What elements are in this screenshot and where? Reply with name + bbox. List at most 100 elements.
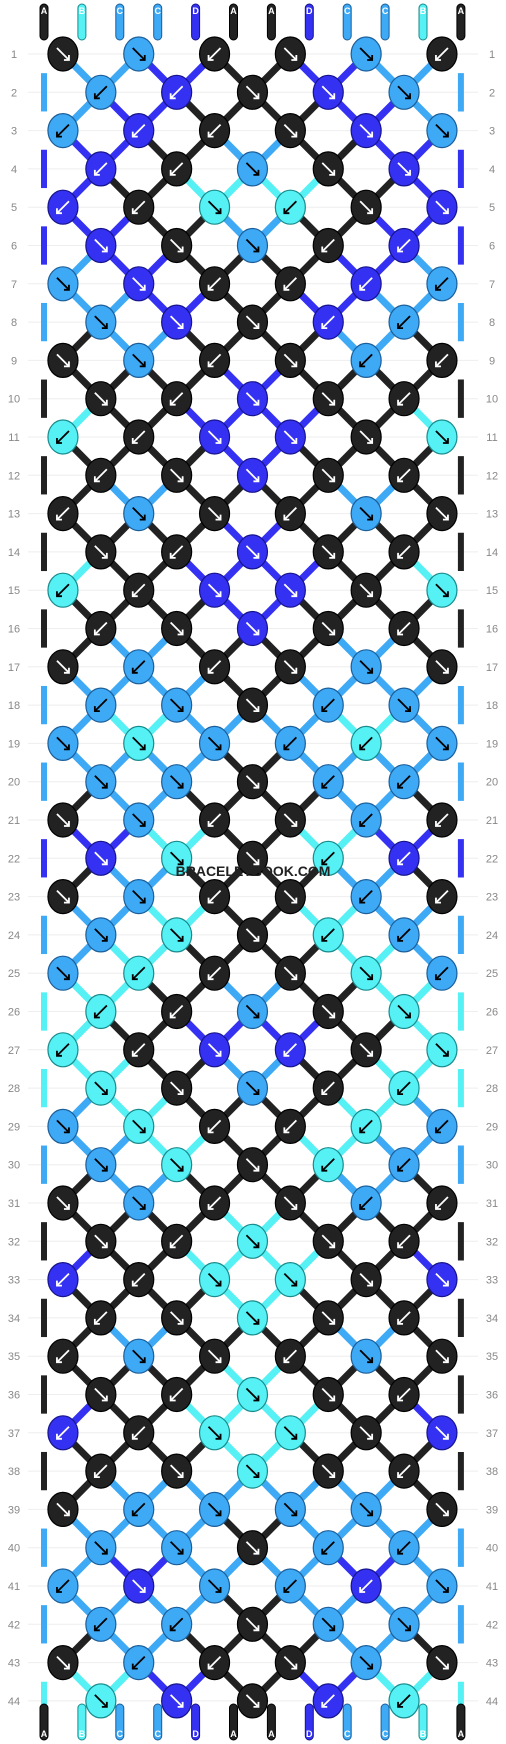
knot — [236, 151, 269, 187]
knot — [388, 1683, 420, 1719]
arrow-down-left-icon — [56, 1579, 70, 1593]
knot — [236, 917, 269, 953]
arrow-down-left-icon — [56, 1272, 70, 1287]
arrow-down-right-icon — [245, 698, 260, 712]
arrow-down-left-icon — [207, 47, 222, 61]
strand-letter: C — [154, 6, 161, 16]
knot — [47, 878, 79, 915]
row-number-right: 40 — [486, 1543, 498, 1555]
arrow-down-left-icon — [397, 315, 411, 330]
arrow-down-right-icon — [359, 1502, 374, 1517]
arrow-down-left-icon — [397, 468, 411, 483]
arrow-down-left-icon — [359, 277, 373, 291]
row-number-left: 13 — [8, 509, 20, 521]
knot — [161, 1223, 193, 1259]
arrow-down-left-icon — [131, 123, 146, 138]
arrow-down-right-icon — [283, 813, 298, 827]
row-number-left: 26 — [8, 1007, 20, 1019]
knot — [426, 878, 458, 915]
arrow-down-right-icon — [435, 1349, 449, 1364]
arrow-down-right-icon — [132, 813, 146, 827]
arrow-down-right-icon — [283, 1502, 298, 1517]
arrow-down-right-icon — [397, 1004, 411, 1019]
arrow-down-right-icon — [321, 468, 336, 483]
knot — [123, 802, 155, 838]
knot — [388, 687, 420, 723]
arrow-down-right-icon — [245, 392, 260, 406]
knot — [350, 1415, 382, 1451]
strand-tab-bottom: C — [153, 1703, 163, 1741]
knot — [274, 955, 306, 991]
knot — [85, 1376, 117, 1413]
row-number-right: 14 — [486, 547, 498, 559]
strand-letter: C — [344, 6, 351, 16]
knot — [123, 1491, 155, 1528]
arrow-down-right-icon — [359, 1655, 374, 1670]
knot — [350, 1261, 382, 1298]
arrow-down-right-icon — [359, 583, 374, 598]
row-number-right: 18 — [486, 700, 498, 712]
knot — [161, 1147, 193, 1183]
arrow-down-right-icon — [283, 123, 298, 138]
knot — [426, 1185, 458, 1221]
arrow-down-right-icon — [207, 1272, 222, 1287]
arrow-down-left-icon — [397, 851, 411, 866]
arrow-down-left-icon — [93, 162, 108, 176]
arrow-down-left-icon — [56, 1349, 70, 1364]
arrow-down-left-icon — [283, 1119, 297, 1134]
row-number-left: 37 — [8, 1428, 20, 1440]
row-number-right: 5 — [489, 202, 495, 214]
knot — [350, 802, 382, 838]
row-number-left: 25 — [8, 968, 20, 980]
arrow-down-right-icon — [283, 47, 298, 61]
arrow-down-right-icon — [207, 430, 222, 444]
arrow-down-right-icon — [170, 928, 184, 942]
arrow-down-left-icon — [321, 851, 335, 866]
arrow-down-right-icon — [94, 1234, 108, 1249]
knot — [198, 1415, 231, 1451]
knot — [85, 1223, 117, 1259]
row-number-left: 28 — [8, 1083, 20, 1095]
knot — [47, 113, 79, 149]
knot — [426, 649, 458, 685]
knot — [123, 572, 155, 608]
arrow-down-right-icon — [245, 928, 260, 942]
knot — [47, 189, 79, 225]
knot — [85, 917, 117, 953]
knot — [312, 1453, 344, 1489]
knot — [388, 764, 420, 800]
arrow-down-left-icon — [283, 1349, 297, 1364]
knot — [274, 495, 306, 532]
knot — [198, 802, 231, 838]
knot — [426, 955, 458, 991]
arrow-down-left-icon — [397, 238, 411, 253]
knot — [312, 1300, 344, 1336]
knot — [47, 1568, 79, 1604]
knot — [350, 649, 382, 685]
arrow-down-right-icon — [283, 1655, 298, 1670]
arrow-down-left-icon — [131, 1272, 146, 1287]
arrow-down-left-icon — [283, 506, 297, 521]
row-number-left: 18 — [8, 700, 20, 712]
arrow-down-right-icon — [245, 1617, 260, 1632]
row-number-left: 36 — [8, 1390, 20, 1402]
strand-tab-bottom: B — [77, 1703, 87, 1741]
knot — [198, 1491, 231, 1528]
arrow-down-right-icon — [245, 775, 260, 789]
strand-tab-bottom: A — [229, 1703, 238, 1741]
strand-tab-bottom: A — [39, 1703, 49, 1741]
arrow-down-left-icon — [131, 200, 146, 215]
arrow-down-left-icon — [321, 928, 335, 942]
knot — [426, 1108, 458, 1145]
row-number-left: 3 — [11, 126, 17, 138]
knot — [236, 381, 269, 417]
arrow-down-right-icon — [245, 1464, 260, 1478]
arrow-down-right-icon — [245, 1694, 260, 1708]
knot — [312, 381, 344, 417]
knot — [123, 1032, 155, 1068]
knot — [350, 1032, 382, 1068]
arrow-down-left-icon — [56, 430, 70, 444]
knot — [161, 917, 193, 953]
knot — [350, 572, 382, 608]
knot — [236, 74, 269, 110]
